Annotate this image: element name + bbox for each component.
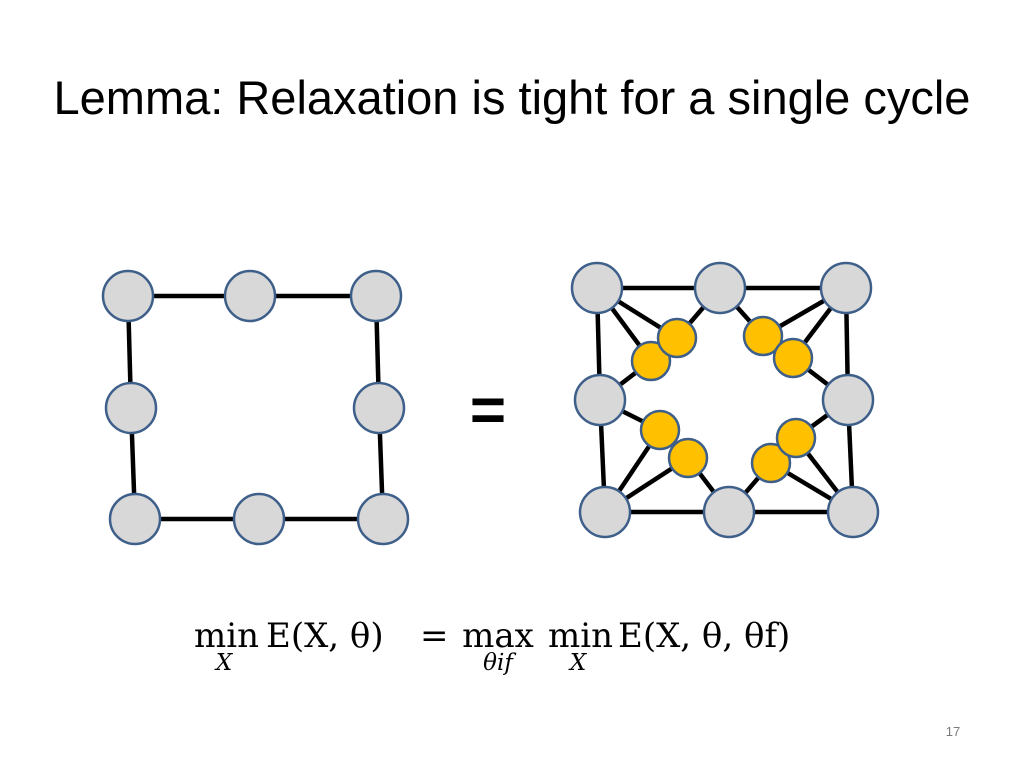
variable-node [356,492,410,546]
formula-rhs-max-subscript: θif [483,650,513,676]
variable-node [352,381,406,435]
formula-lhs-operator: min X [194,616,260,676]
variable-node [693,261,747,315]
factor-node [630,340,672,382]
factor-node [750,442,792,484]
factor-node [656,317,698,359]
variable-node [702,485,756,539]
formula-lhs-subscript: X [215,650,233,676]
formula-lhs-expression: E(X, θ) [266,616,384,656]
variable-node [104,381,158,435]
single-cycle-graph [101,269,410,546]
formula-equals: = [420,616,449,656]
variable-node [826,485,880,539]
variable-node [819,261,873,315]
cycle-edges [125,293,386,522]
variable-nodes [570,261,880,539]
slide-title: Lemma: Relaxation is tight for a single … [53,71,971,124]
variable-node [821,373,875,427]
variable-node [573,373,627,427]
factor-edges [594,285,856,515]
relaxed-graph [570,261,880,539]
factor-node [772,337,814,379]
factor-node [775,417,817,459]
formula-rhs-min-operator: min X [548,616,614,676]
cycle-nodes [101,269,410,546]
outer-edges [594,285,856,515]
variable-node [570,261,624,315]
factor-node [667,437,709,479]
variable-node [578,485,632,539]
variable-node [108,492,162,546]
variable-node [232,492,286,546]
factor-node [639,409,681,451]
formula-rhs-min-subscript: X [569,650,587,676]
variable-node [223,269,277,323]
slide-number: 17 [945,724,961,739]
factor-node [742,315,784,357]
equals-sign: = [470,376,506,445]
variable-node [101,269,155,323]
formula-rhs-max-operator: max θif [460,616,536,676]
variable-node [349,269,403,323]
factor-nodes [630,315,817,484]
formula-rhs-expression: E(X, θ, θf) [618,616,791,656]
